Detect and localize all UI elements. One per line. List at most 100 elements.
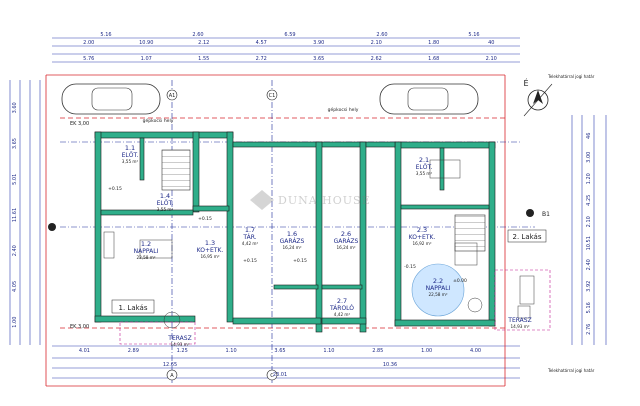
room-name-r21: ELŐT. (416, 164, 433, 171)
dim-top-3-5: 2.62 (371, 56, 382, 62)
dim-right-6: 2.40 (586, 259, 592, 270)
dim-bottom-1-4: 3.65 (274, 348, 285, 354)
stair-left (161, 149, 191, 191)
room-number-r14: 1.4 (160, 192, 170, 200)
room-name-r22: NAPPALI (426, 285, 451, 292)
svg-text:DUNA HOUSE: DUNA HOUSE (278, 194, 371, 207)
unit1-label-box (111, 299, 155, 314)
dim-bottom-2-0: 12.65 (163, 362, 177, 368)
dim-top-1-2: 6.59 (284, 32, 295, 38)
dim-left-2: 5.01 (12, 174, 18, 185)
room-area-r22: 22,58 m² (428, 292, 447, 297)
dim-right-2: 1.20 (586, 173, 592, 184)
room-area-r16: 16,24 m² (282, 245, 301, 250)
dim-bottom-1-7: 1.00 (421, 348, 432, 354)
terrace-left (119, 321, 196, 345)
axis-a-bottom: A (170, 373, 174, 379)
dim-top-2-6: 1.80 (428, 40, 439, 46)
room-area-r21: 3,55 m² (416, 171, 433, 176)
dim-left-1: 3.65 (12, 138, 18, 149)
unit1-label: 1. Lakás (119, 304, 148, 312)
room-name-r12: NAPPALI (134, 248, 159, 255)
living-room-highlight (411, 263, 465, 317)
room-number-r13: 1.3 (205, 239, 215, 247)
room-number-r22: 2.2 (433, 277, 443, 285)
dim-right-0: 46 (586, 133, 592, 139)
room-name-r14: ELŐT. (157, 200, 174, 207)
unit2-label: 2. Lakás (513, 233, 542, 241)
room-name-r17: TÁR. (242, 234, 256, 241)
dim-top-1-1: 2.60 (192, 32, 203, 38)
room-area-r1terasz: 14,93 m² (170, 342, 189, 347)
dimension-lines-bottom (52, 345, 520, 379)
room-name-r2terasz: TERASZ (507, 317, 531, 324)
parking-label-right: gépkocsi hely (328, 106, 359, 113)
dim-top-1-4: 5.16 (468, 32, 479, 38)
dim-top-2-7: 40 (488, 40, 494, 46)
room-area-r27: 4,42 m² (334, 312, 351, 317)
dim-left-0: 3.60 (12, 102, 18, 113)
property-line-bottom-label: Telekhatárral jogi határ (547, 368, 595, 373)
dim-top-2-4: 3.90 (313, 40, 324, 46)
room-number-r16: 1.6 (287, 230, 297, 238)
dim-bottom-3-0: 23.01 (273, 372, 287, 378)
dim-bottom-1-5: 1.10 (323, 348, 334, 354)
dim-top-3-0: 5.76 (83, 56, 94, 62)
dim-right-8: 5.16 (586, 302, 592, 313)
room-name-r11: ELŐT. (122, 152, 139, 159)
section-markers (48, 89, 534, 381)
ek-top-label: EK 3,00 (70, 121, 89, 127)
section-a1-top: A1 (169, 93, 176, 99)
terrace-right (494, 269, 551, 331)
room-name-r1terasz: TERASZ (167, 335, 191, 342)
dimension-lines-left (9, 80, 41, 345)
dim-right-9: 2.76 (586, 324, 592, 335)
north-label: É (523, 77, 528, 88)
dim-top-1-3: 2.60 (376, 32, 387, 38)
dim-bottom-1-2: 1.25 (177, 348, 188, 354)
room-number-r27: 2.7 (337, 297, 347, 305)
height-marker-5: ±0.00 (453, 278, 467, 284)
dim-top-3-7: 2.10 (486, 56, 497, 62)
room-area-r17: 4,42 m² (242, 241, 259, 246)
watermark-logo: DUNA HOUSE (250, 190, 371, 210)
furniture (103, 159, 535, 329)
dim-bottom-1-3: 1.10 (226, 348, 237, 354)
dim-bottom-1-0: 4.01 (79, 348, 90, 354)
height-marker-3: +0.15 (293, 258, 307, 264)
room-name-r26: GARÁZS (334, 238, 359, 245)
section-c1-top: C1 (269, 93, 276, 99)
property-lines (45, 74, 506, 387)
dim-right-7: 3.92 (586, 281, 592, 292)
dim-top-3-3: 2.72 (256, 56, 267, 62)
room-number-r21: 2.1 (419, 156, 429, 164)
room-area-r2terasz: 14,93 m² (510, 324, 529, 329)
dim-right-4: 2.10 (586, 216, 592, 227)
dim-top-2-1: 10.90 (139, 40, 153, 46)
unit2-label-box (507, 229, 547, 243)
dimension-lines-top (52, 37, 520, 63)
dim-top-3-1: 1.07 (141, 56, 152, 62)
dim-bottom-1-6: 2.85 (372, 348, 383, 354)
room-area-r13: 16,95 m² (200, 254, 219, 259)
room-number-r12: 1.2 (141, 240, 151, 248)
room-area-r23: 16,92 m² (412, 241, 431, 246)
axis-c-bottom: C (270, 373, 274, 379)
height-marker-0: +0.15 (108, 186, 122, 192)
dim-left-5: 4.05 (12, 281, 18, 292)
room-area-r12: 22,58 m² (136, 255, 155, 260)
room-number-r17: 1.7 (245, 226, 255, 234)
dim-top-3-2: 1.55 (198, 56, 209, 62)
room-area-r26: 16,24 m² (336, 245, 355, 250)
room-number-r26: 2.6 (341, 230, 351, 238)
dimension-lines-right (571, 115, 607, 345)
dim-top-2-0: 2.00 (83, 40, 94, 46)
building-walls (94, 131, 496, 333)
dim-top-2-2: 2.12 (198, 40, 209, 46)
dim-bottom-2-1: 10.36 (383, 362, 397, 368)
room-area-r14: 3,55 m² (157, 207, 174, 212)
dim-top-2-5: 2.10 (371, 40, 382, 46)
dim-left-6: 1.00 (12, 317, 18, 328)
dim-top-2-3: 4.57 (256, 40, 267, 46)
